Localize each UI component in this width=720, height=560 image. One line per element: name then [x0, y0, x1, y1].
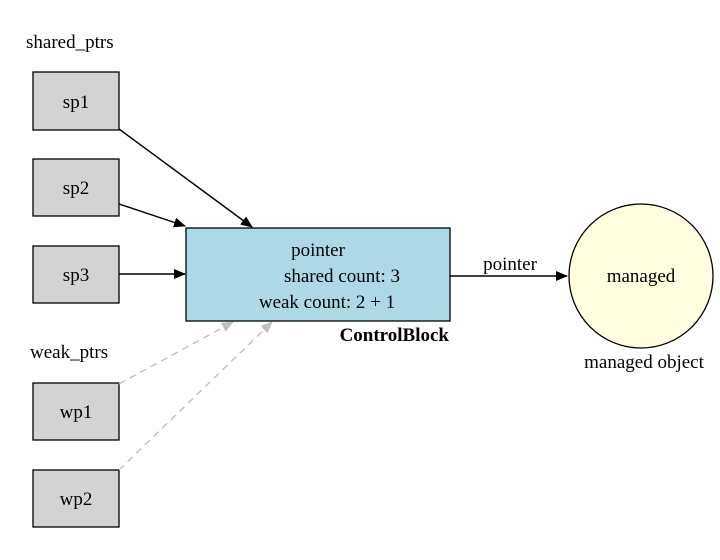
weak-ptr-node-wp2: wp2 [32, 469, 120, 528]
control-block-title: ControlBlock [340, 325, 450, 346]
control-block-line-pointer: pointer [291, 240, 345, 261]
weak-ptr-node-wp1: wp1 [32, 382, 120, 441]
edge-sp1-to-control-block [118, 128, 253, 228]
edge-wp2-to-control-block [118, 321, 273, 471]
shared-ptr-label: sp3 [63, 265, 89, 286]
edge-label-pointer: pointer [483, 254, 537, 275]
shared-ptrs-group-label: shared_ptrs [26, 32, 114, 53]
shared-ptr-node-sp1: sp1 [32, 71, 120, 131]
managed-object-label: managed [607, 266, 676, 287]
control-block-line-shared-count: shared count: 3 [284, 266, 400, 287]
weak-ptrs-group-label: weak_ptrs [30, 342, 108, 363]
shared-ptr-label: sp2 [63, 178, 89, 199]
shared-ptr-node-sp3: sp3 [32, 245, 120, 304]
weak-ptr-label: wp2 [60, 489, 93, 510]
shared-ptr-node-sp2: sp2 [32, 158, 120, 217]
weak-ptr-label: wp1 [60, 402, 93, 423]
control-block-line-weak-count: weak count: 2 + 1 [259, 292, 395, 313]
control-block-node: pointer shared count: 3 weak count: 2 + … [185, 227, 451, 322]
managed-object-node: managed [568, 203, 714, 349]
shared-ptr-label: sp1 [63, 92, 89, 113]
edge-wp1-to-control-block [118, 321, 234, 385]
edge-sp2-to-control-block [118, 203, 186, 228]
managed-object-caption: managed object [584, 352, 704, 373]
